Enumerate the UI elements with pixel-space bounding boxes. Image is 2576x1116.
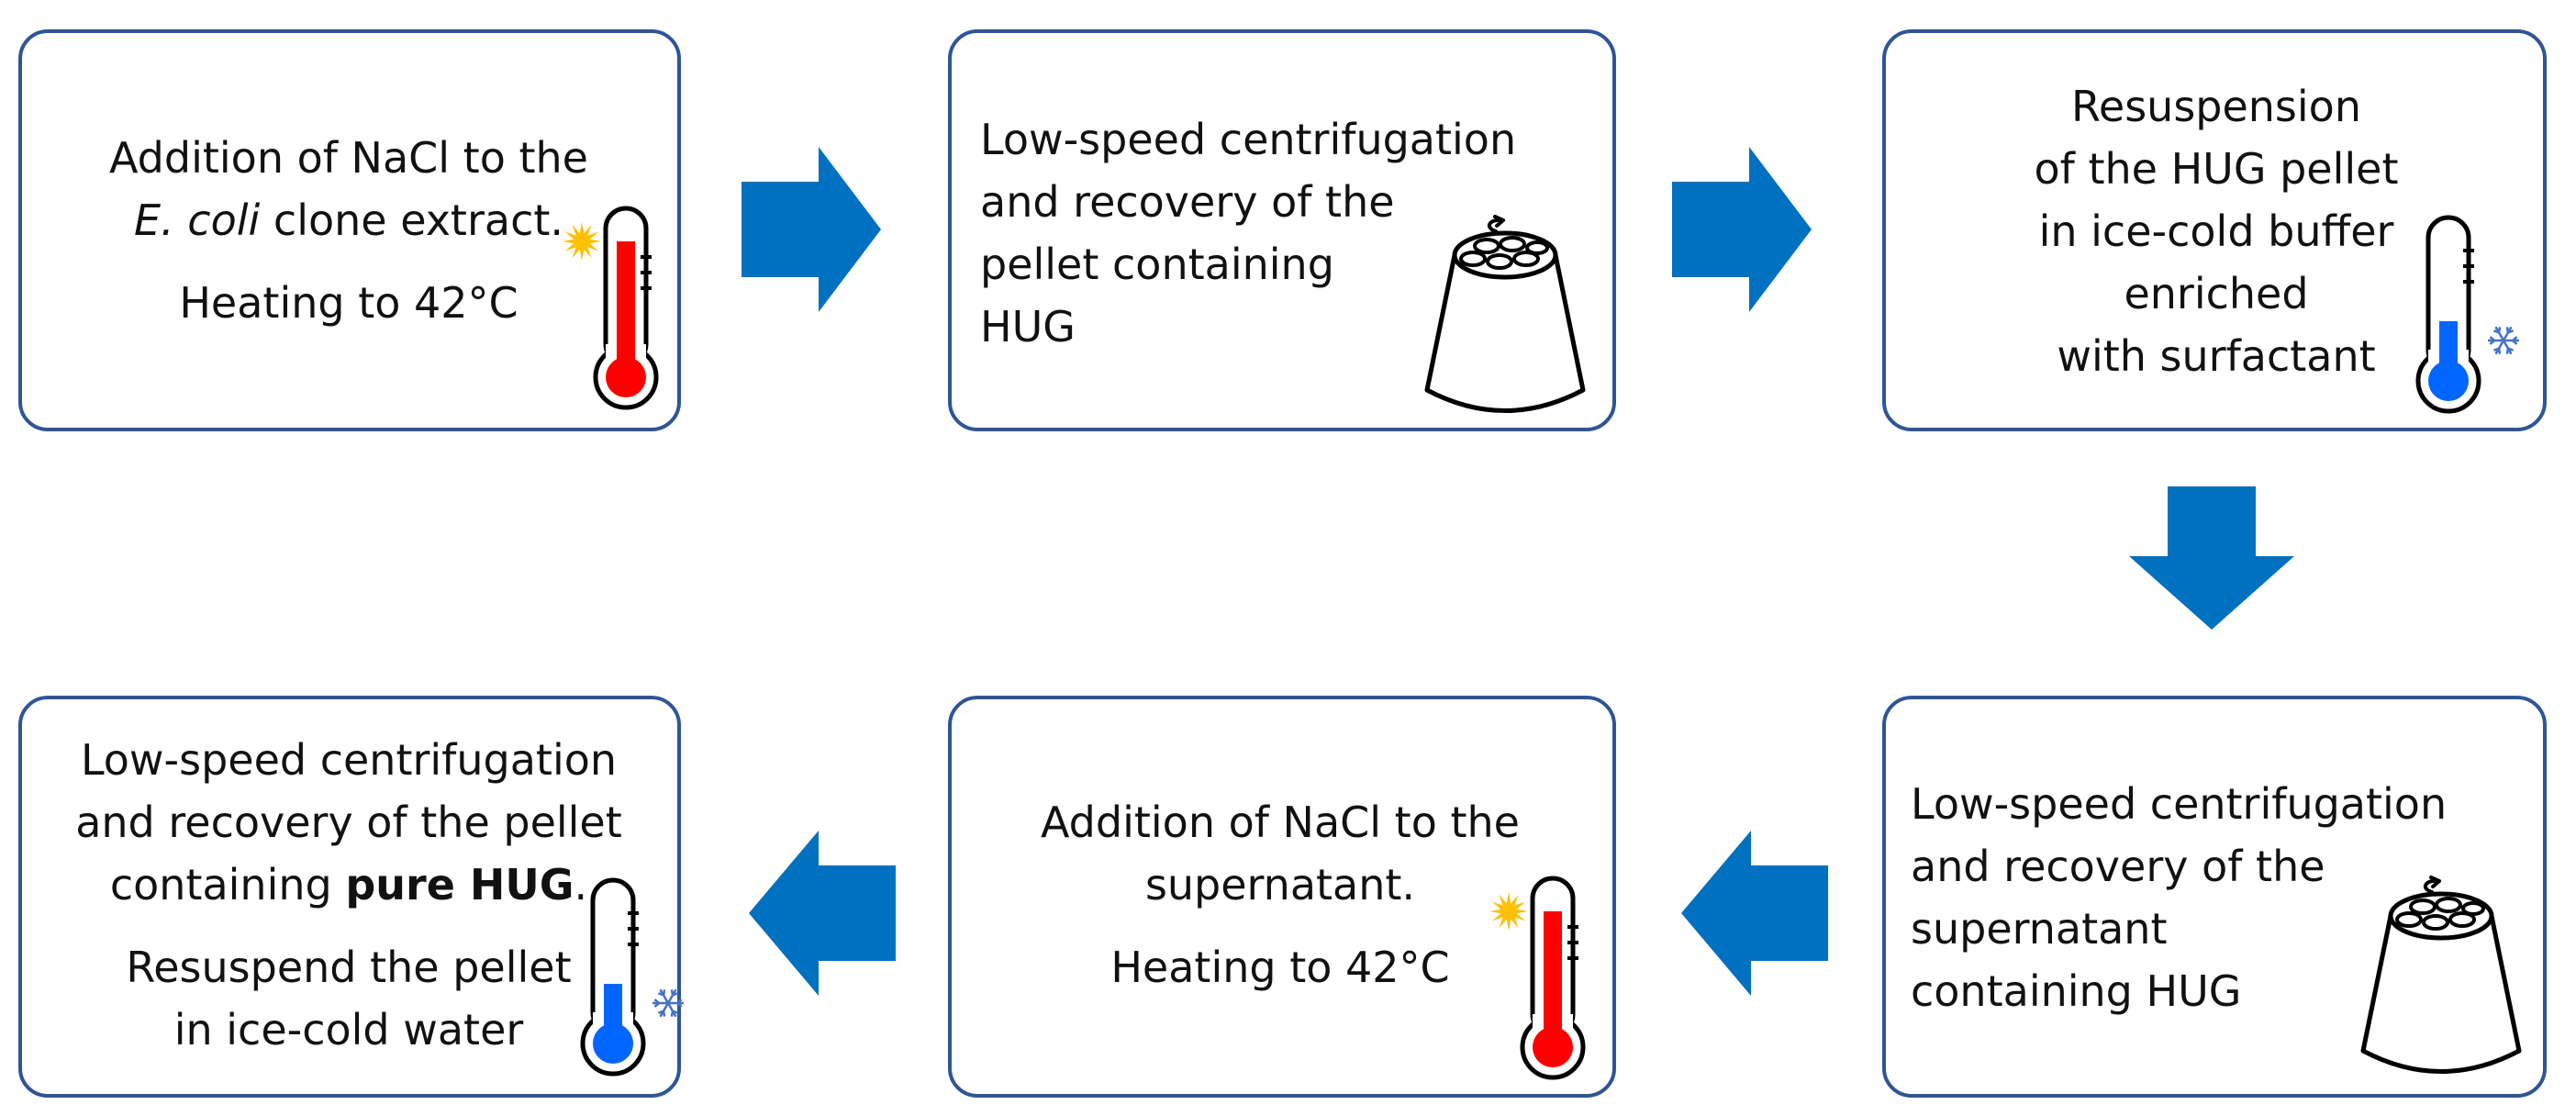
step-text-part: Addition of NaCl to the — [109, 133, 588, 183]
step-text-part: Low-speed centrifugation — [980, 115, 1517, 164]
step-text-line: of the HUG pellet — [1918, 138, 2515, 200]
step-text-line: enriched — [1918, 262, 2515, 325]
line-gap — [55, 251, 642, 272]
step-text-line: pellet containing — [980, 233, 1516, 296]
step-box-1 — [18, 29, 681, 431]
hot-thermometer-icon — [563, 206, 659, 410]
step-text-part: pure HUG — [345, 860, 574, 910]
step-text-part: containing — [109, 860, 346, 910]
step-3-text: Resuspension of the HUG pellet in ice-cold… — [1918, 75, 2515, 387]
step-text-line: with surfactant — [1918, 325, 2515, 387]
step-text-part: with surfactant — [2057, 331, 2376, 381]
step-text-part: HUG — [980, 302, 1076, 352]
step-text-line: and recovery of the — [980, 171, 1516, 233]
arrow-left-2 — [749, 831, 896, 996]
step-2-text: Low-speed centrifugation and recovery of … — [980, 108, 1516, 358]
step-text-part: Addition of NaCl to the — [1041, 798, 1520, 847]
step-text-part: Low-speed centrifugation — [80, 735, 618, 785]
step-text-line: supernatant. — [973, 854, 1588, 916]
centrifuge-rotor-icon — [2360, 876, 2522, 1074]
step-text-part: in ice-cold water — [173, 1005, 524, 1055]
arrow-right-1 — [742, 147, 881, 312]
step-text-part: clone extract. — [260, 195, 564, 245]
step-text-part: and recovery of the — [980, 177, 1395, 227]
step-1-text: Addition of NaCl to the E. coli clone ext… — [55, 127, 642, 334]
hot-thermometer-icon — [1489, 876, 1586, 1080]
sun-icon — [563, 222, 601, 261]
step-text-line: Heating to 42°C — [973, 936, 1588, 999]
step-text-line: Low-speed centrifugation — [1911, 773, 2447, 835]
step-text-part: Heating to 42°C — [179, 278, 519, 328]
step-text-line: Addition of NaCl to the — [55, 127, 642, 189]
step-text-line: and recovery of the — [1911, 835, 2447, 898]
step-text-part: containing HUG — [1911, 966, 2242, 1016]
step-text-line: Heating to 42°C — [55, 272, 642, 334]
step-text-part: and recovery of the pellet — [75, 798, 622, 847]
step-text-line: HUG — [980, 296, 1516, 358]
step-text-part: . — [574, 860, 588, 910]
step-text-part: Resuspend the pellet — [126, 943, 572, 992]
snowflake-icon — [2488, 326, 2519, 355]
step-text-part: and recovery of the — [1911, 842, 2325, 891]
step-text-part: pellet containing — [980, 240, 1334, 289]
step-text-part: of the HUG pellet — [2034, 144, 2399, 194]
step-text-part: Resuspension — [2071, 82, 2361, 131]
step-5-text: Addition of NaCl to the supernatant. Heati… — [973, 791, 1588, 999]
snowflake-icon — [652, 988, 684, 1018]
step-text-line: in ice-cold water — [37, 999, 661, 1061]
step-text-part: enriched — [2124, 269, 2309, 318]
arrow-down — [2129, 486, 2294, 630]
step-text-line: Resuspend the pellet — [37, 936, 661, 999]
step-text-part: E. coli — [133, 195, 261, 245]
step-text-line: Low-speed centrifugation — [980, 108, 1516, 171]
step-text-part: supernatant. — [1144, 860, 1416, 910]
step-6-text: Low-speed centrifugation and recovery of … — [37, 729, 661, 1061]
step-text-line: and recovery of the pellet — [37, 791, 661, 854]
sun-icon — [1489, 892, 1528, 931]
step-text-line: Resuspension — [1918, 75, 2515, 138]
step-text-line: Addition of NaCl to the — [973, 791, 1588, 854]
arrow-right-2 — [1672, 147, 1812, 312]
step-text-part: in ice-cold buffer — [2038, 206, 2394, 256]
step-text-line: in ice-cold buffer — [1918, 200, 2515, 262]
step-text-line: E. coli clone extract. — [55, 189, 642, 251]
step-box-5 — [948, 696, 1616, 1098]
step-4-text: Low-speed centrifugation and recovery of … — [1911, 773, 2447, 1022]
step-text-part: supernatant — [1911, 904, 2168, 954]
step-box-6 — [18, 696, 681, 1098]
step-text-line: Low-speed centrifugation — [37, 729, 661, 791]
centrifuge-rotor-icon — [1424, 215, 1586, 413]
cold-thermometer-icon — [580, 877, 684, 1077]
cold-thermometer-icon — [2415, 215, 2519, 414]
step-text-line: supernatant — [1911, 898, 2447, 960]
step-text-line: containing HUG — [1911, 960, 2447, 1022]
line-gap — [37, 916, 661, 936]
step-text-part: Heating to 42°C — [1110, 943, 1450, 992]
step-text-part: Low-speed centrifugation — [1911, 779, 2448, 829]
step-text-line: containing pure HUG. — [37, 854, 661, 916]
arrow-left-1 — [1681, 831, 1828, 996]
